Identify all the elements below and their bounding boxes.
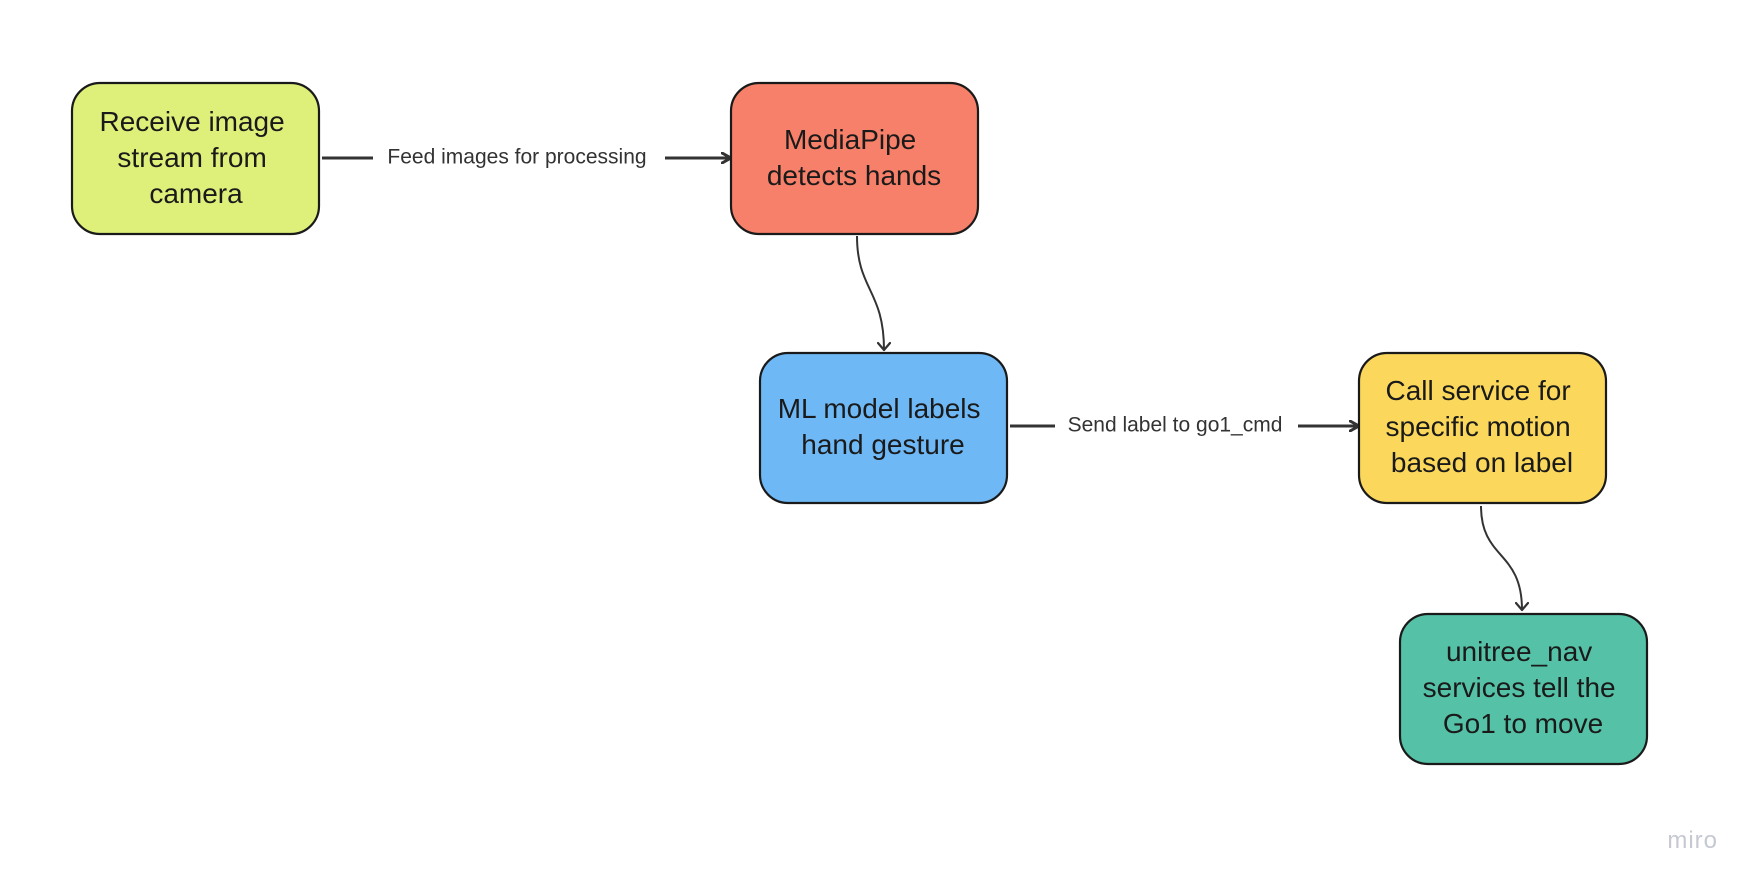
node-unitree-line-3: Go1 to move — [1443, 708, 1603, 739]
node-receive-label: Receive image stream from camera — [100, 106, 293, 209]
node-receive-image[interactable]: Receive image stream from camera — [70, 81, 321, 236]
edge-mediapipe-ml-curve — [856, 235, 884, 350]
node-mediapipe[interactable]: MediaPipe detects hands — [729, 81, 980, 236]
node-ml-model[interactable]: ML model labels hand gesture — [758, 351, 1009, 505]
node-mediapipe-line-1: MediaPipe — [784, 124, 916, 155]
node-mediapipe-line-2: detects hands — [767, 160, 941, 191]
edge-feed-label: Feed images for processing — [387, 146, 646, 169]
edge-send-label: Send label to go1_cmd — [1068, 414, 1283, 437]
node-service-box — [1357, 351, 1608, 505]
edge-mediapipe-to-ml[interactable] — [856, 235, 884, 350]
node-mediapipe-label: MediaPipe detects hands — [767, 124, 941, 191]
node-unitree-line-2: services tell the — [1423, 672, 1616, 703]
node-unitree-box — [1398, 612, 1649, 766]
edge-service-to-unitree[interactable] — [1480, 505, 1522, 610]
miro-watermark: miro — [1667, 827, 1718, 854]
edge-feed-images[interactable]: Feed images for processing — [322, 146, 730, 169]
node-ml-line-2: hand gesture — [801, 429, 964, 460]
node-receive-line-3: camera — [149, 178, 243, 209]
node-unitree-line-1: unitree_nav — [1446, 636, 1592, 667]
node-receive-line-1: Receive image — [100, 106, 285, 137]
node-ml-box — [758, 351, 1009, 505]
node-ml-label: ML model labels hand gesture — [778, 393, 989, 460]
node-ml-line-1: ML model labels — [778, 393, 981, 424]
node-receive-box — [70, 81, 321, 236]
node-service-label: Call service for specific motion based o… — [1386, 375, 1579, 478]
node-service-line-2: specific motion — [1386, 411, 1571, 442]
node-receive-line-2: stream from — [117, 142, 266, 173]
node-unitree-label: unitree_nav services tell the Go1 to mov… — [1423, 636, 1624, 739]
edge-service-unitree-curve — [1480, 505, 1522, 610]
node-call-service[interactable]: Call service for specific motion based o… — [1357, 351, 1608, 505]
node-service-line-1: Call service for — [1386, 375, 1571, 406]
node-service-line-3: based on label — [1391, 447, 1573, 478]
node-mediapipe-box — [729, 81, 980, 236]
node-unitree-nav[interactable]: unitree_nav services tell the Go1 to mov… — [1398, 612, 1649, 766]
edge-send-label[interactable]: Send label to go1_cmd — [1010, 414, 1358, 437]
